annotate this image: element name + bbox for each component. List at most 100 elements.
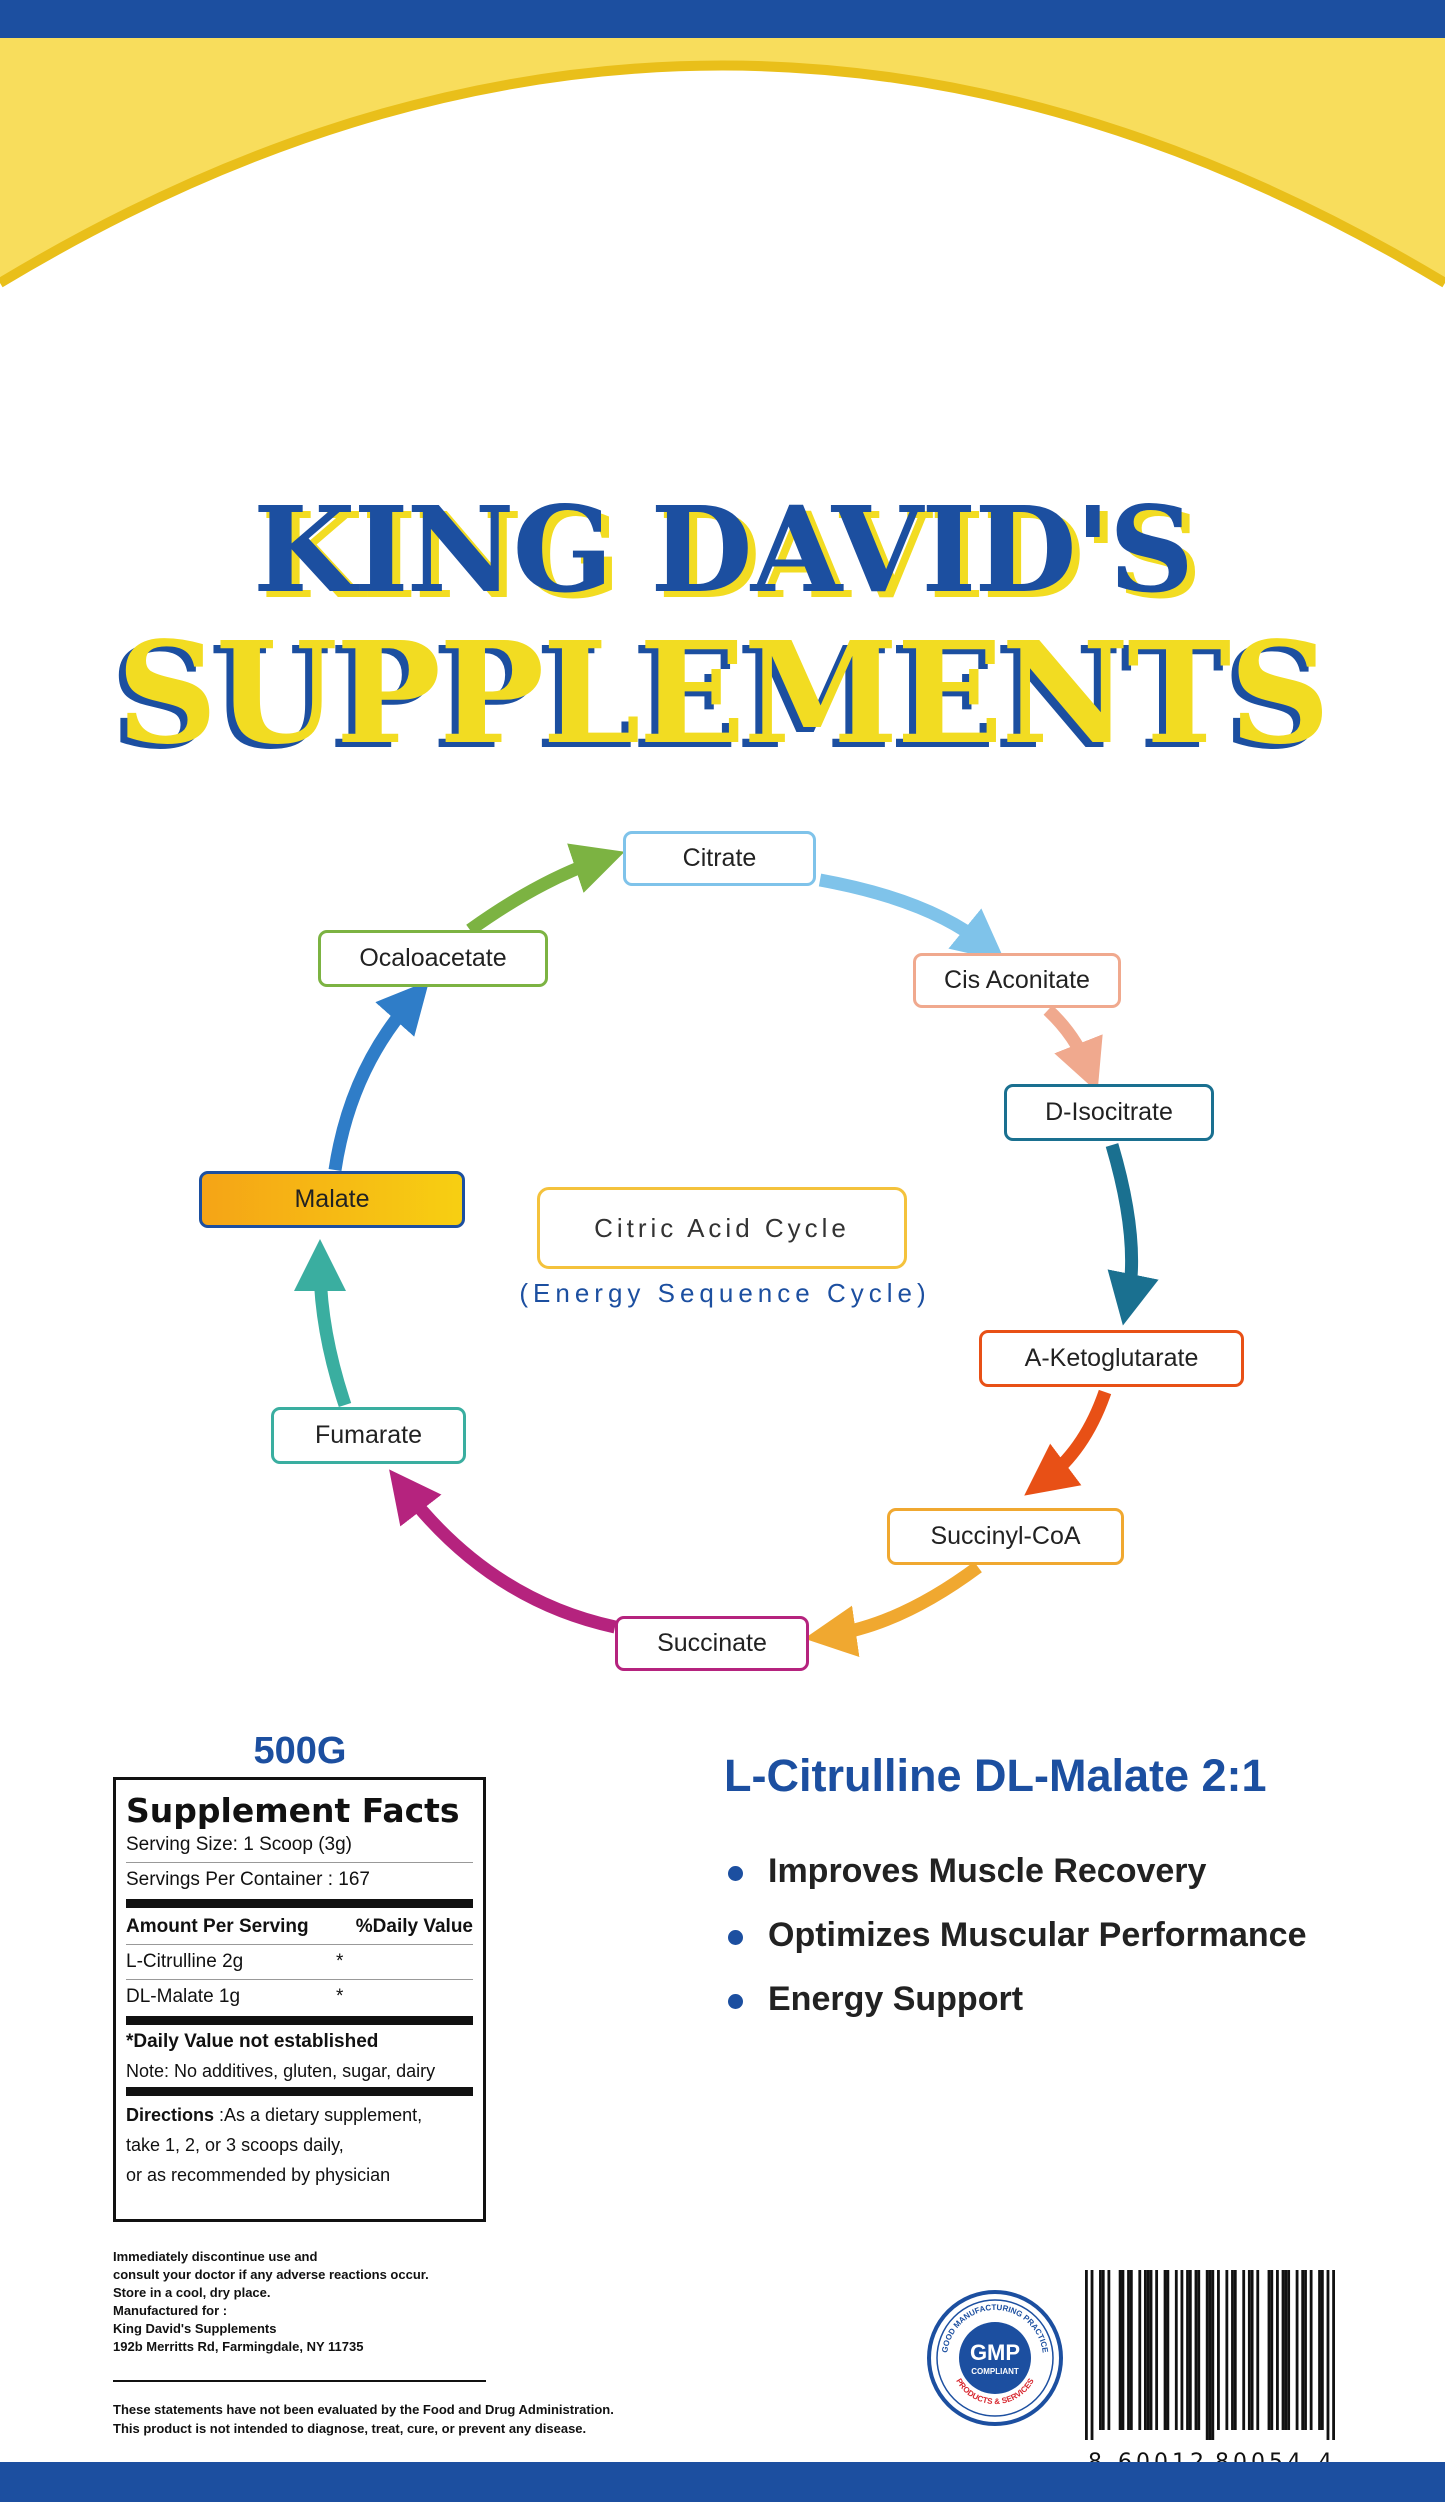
arrow-cis-aconitate-to-d-isocitrate <box>1043 1005 1103 1093</box>
barcode-bar <box>1256 2270 1260 2430</box>
barcode-bar <box>1166 2270 1170 2430</box>
citric-acid-cycle-diagram <box>294 843 1159 1658</box>
barcode-bar <box>1090 2270 1094 2440</box>
arrow-succinate-to-fumarate <box>389 1469 617 1634</box>
barcode-bar <box>1301 2270 1305 2430</box>
directions: Directions :As a dietary supplement, tak… <box>126 2100 473 2190</box>
arrow-citrate-to-cis-aconitate <box>818 873 1006 962</box>
barcode-bar <box>1138 2270 1142 2430</box>
servings-per-container: Servings Per Container : 167 <box>126 1869 370 1890</box>
benefits-list: Improves Muscle Recovery Optimizes Muscu… <box>728 1852 1307 2044</box>
top-arch-decoration <box>0 38 1445 288</box>
arrow-fumarate-to-malate <box>294 1239 352 1408</box>
barcode-bar <box>1320 2270 1324 2430</box>
warning-line: Store in a cool, dry place. <box>113 2285 271 2300</box>
ingredient-name: DL-Malate 1g <box>126 1986 241 2007</box>
bullet-icon <box>728 1994 743 2009</box>
arrow-succinyl-coa-to-succinate <box>804 1561 982 1658</box>
cycle-node-cis-aconitate: Cis Aconitate <box>913 953 1121 1008</box>
barcode-bar <box>1225 2270 1229 2430</box>
ingredient-dv: * <box>336 1986 344 2007</box>
directions-text: or as recommended by physician <box>126 2165 391 2185</box>
directions-label: Directions <box>126 2105 215 2125</box>
barcode-bar <box>1217 2270 1220 2430</box>
product-name: L-Citrulline DL-Malate 2:1 <box>724 1750 1267 1801</box>
barcode <box>1085 2270 1335 2440</box>
barcode-bar <box>1304 2270 1307 2430</box>
brand-name-line1: KING DAVID'S <box>252 480 1194 619</box>
barcode-bar <box>1127 2270 1130 2430</box>
cycle-node-fumarate: Fumarate <box>271 1407 466 1464</box>
barcode-bar <box>1149 2270 1153 2430</box>
cycle-node-label: Fumarate <box>315 1421 422 1449</box>
facts-row: DL-Malate 1g * <box>126 1980 473 2014</box>
barcode-bar <box>1146 2270 1150 2430</box>
barcode-bar <box>1101 2270 1105 2430</box>
barcode-bar <box>1295 2270 1299 2430</box>
gmp-main: GMP <box>970 2340 1020 2365</box>
ingredient-name: L-Citrulline 2g <box>126 1951 244 1972</box>
cycle-subtitle: (Energy Sequence Cycle) <box>519 1278 931 1308</box>
ingredient-dv: * <box>336 1951 344 1972</box>
barcode-bar <box>1121 2270 1125 2430</box>
facts-divider <box>126 2087 473 2096</box>
barcode-bar <box>1242 2270 1246 2430</box>
cycle-title-box: Citric Acid Cycle <box>537 1187 907 1269</box>
warning-line: 192b Merritts Rd, Farmingdale, NY 11735 <box>113 2339 364 2354</box>
barcode-bar <box>1231 2270 1234 2430</box>
serving-size: Serving Size: 1 Scoop (3g) <box>126 1828 473 1863</box>
amount-per-serving-header: Amount Per Serving <box>126 1916 309 1937</box>
fda-disclaimer: These statements have not been evaluated… <box>113 2400 673 2438</box>
barcode-bar <box>1107 2270 1111 2430</box>
barcode-bar <box>1180 2270 1184 2430</box>
barcode-bar <box>1250 2270 1254 2430</box>
cycle-node-label: Succinate <box>657 1629 767 1657</box>
barcode-bar <box>1267 2270 1271 2430</box>
cycle-node-label: Ocaloacetate <box>359 944 507 972</box>
cycle-title: Citric Acid Cycle <box>594 1213 850 1243</box>
divider-line <box>113 2380 486 2382</box>
cycle-node-d-isocitrate: D-Isocitrate <box>1004 1084 1214 1141</box>
arrow-a-ketoglutarate-to-succinyl-coa <box>1024 1389 1112 1496</box>
barcode-bar <box>1174 2270 1178 2430</box>
benefit-item: Improves Muscle Recovery <box>728 1852 1307 1916</box>
barcode-bar <box>1233 2270 1237 2430</box>
facts-header-row: Amount Per Serving %Daily Value <box>126 1910 473 1945</box>
barcode-bar <box>1099 2270 1102 2430</box>
cycle-node-label: A-Ketoglutarate <box>1024 1344 1199 1372</box>
top-band <box>0 0 1445 38</box>
cycle-node-succinyl-coa: Succinyl-CoA <box>887 1508 1124 1565</box>
benefit-label: Improves Muscle Recovery <box>768 1852 1207 1890</box>
cycle-node-label: D-Isocitrate <box>1045 1098 1173 1126</box>
barcode-bar <box>1318 2270 1321 2430</box>
daily-value-header: %Daily Value <box>355 1916 473 1937</box>
barcode-bar <box>1188 2270 1192 2430</box>
barcode-bar <box>1155 2270 1159 2430</box>
warning-line: Manufactured for : <box>113 2303 228 2318</box>
gmp-compliant-seal-icon: GOOD MANUFACTURING PRACTICE PRODUCTS & S… <box>927 2290 1063 2426</box>
cycle-node-ocaloacetate: Ocaloacetate <box>318 930 548 987</box>
barcode-bar <box>1197 2270 1201 2430</box>
barcode-bar <box>1085 2270 1088 2440</box>
cycle-node-label: Malate <box>294 1185 370 1213</box>
barcode-bar <box>1281 2270 1285 2430</box>
barcode-bar <box>1270 2270 1274 2430</box>
facts-divider <box>126 2016 473 2025</box>
directions-text: take 1, 2, or 3 scoops daily, <box>126 2135 344 2155</box>
cycle-node-label: Citrate <box>682 844 757 872</box>
cycle-node-label: Succinyl-CoA <box>930 1522 1081 1550</box>
arrow-ocaloacetate-to-citrate <box>466 843 625 936</box>
supplement-facts-panel: Supplement Facts Serving Size: 1 Scoop (… <box>113 1777 486 2222</box>
arrow-d-isocitrate-to-a-ketoglutarate <box>1105 1143 1159 1326</box>
barcode-bar <box>1194 2270 1198 2430</box>
barcode-bar <box>1143 2270 1147 2430</box>
benefit-label: Optimizes Muscular Performance <box>768 1916 1307 1954</box>
barcode-bar <box>1205 2270 1209 2440</box>
facts-divider <box>126 1899 473 1908</box>
net-weight: 500G <box>253 1730 347 1772</box>
cycle-node-a-ketoglutarate: A-Ketoglutarate <box>979 1330 1244 1387</box>
barcode-bar <box>1247 2270 1251 2430</box>
bullet-icon <box>728 1866 743 1881</box>
warning-line: Immediately discontinue use and <box>113 2249 318 2264</box>
warning-line: consult your doctor if any adverse react… <box>113 2267 429 2282</box>
